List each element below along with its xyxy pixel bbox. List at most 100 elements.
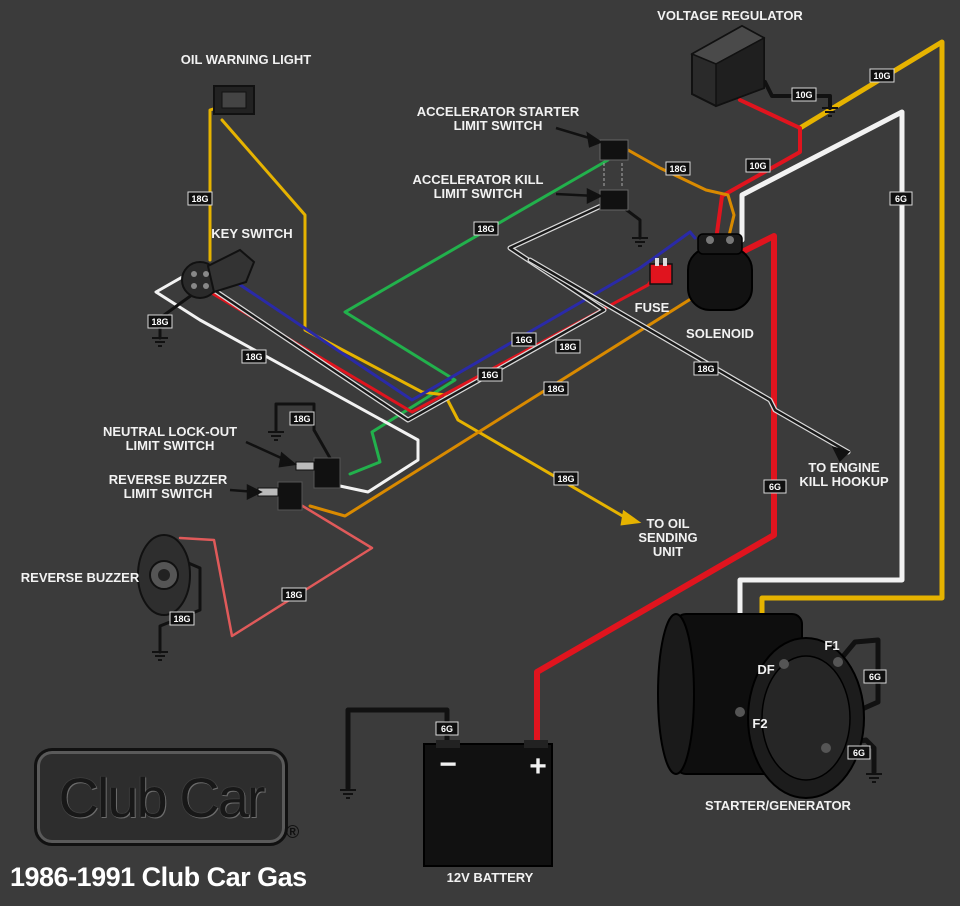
club-car-logo: Club Car [34,748,288,846]
oil-warning-light [213,85,255,115]
pointer-arrows [229,126,851,526]
svg-text:18G: 18G [559,342,576,352]
reverse-buzzer-switch [257,481,303,511]
label-accel-kill-2: LIMIT SWITCH [434,186,523,201]
gauge-tag-18g-orange: 18G [543,381,569,396]
gauge-tag-16g-a: 16G [511,332,537,347]
label-solenoid: SOLENOID [686,326,754,341]
label-accel-kill-1: ACCELERATOR KILL [413,172,544,187]
gauge-tag-18g-oil: 18G [187,191,213,206]
label-neutral-1: NEUTRAL LOCK-OUT [103,424,237,439]
label-neutral-2: LIMIT SWITCH [126,438,215,453]
wire-dark-18g-engine-kill-core [194,198,616,422]
starter-generator [657,613,865,799]
label-terminal-df: DF [757,662,774,677]
label-reverse-switch-2: LIMIT SWITCH [124,486,213,501]
label-accel-starter-2: LIMIT SWITCH [454,118,543,133]
svg-text:18G: 18G [557,474,574,484]
label-oil-sending-3: UNIT [653,544,683,559]
label-terminal-f1: F1 [824,638,839,653]
label-key-switch: KEY SWITCH [211,226,292,241]
svg-text:16G: 16G [515,335,532,345]
wire-white-6g [737,109,905,715]
wire-red-16g [208,266,662,414]
label-voltage-regulator: VOLTAGE REGULATOR [657,8,803,23]
label-engine-kill-2: KILL HOOKUP [799,474,889,489]
reverse-buzzer [137,534,191,616]
logo-text: Club Car [58,766,266,829]
wire-dark-18g-to-engine-core [528,258,850,454]
svg-text:18G: 18G [245,352,262,362]
svg-text:10G: 10G [873,71,890,81]
battery-plus-sign: + [529,750,547,783]
wire-red-6g-battery [534,233,777,753]
gauge-tag-18g-orange-top: 18G [665,161,691,176]
fuse [649,258,673,285]
wire-white-18g [154,266,420,494]
ground-symbols [152,107,882,799]
gauge-tag-18g-engine: 18G [693,361,719,376]
gauge-tag-18g-key-ground: 18G [147,314,173,329]
svg-text:18G: 18G [191,194,208,204]
gauge-tag-18g-red: 18G [555,339,581,354]
label-terminal-f2: F2 [752,716,767,731]
wire-orange-18g [308,266,742,518]
gauge-tag-6g-white: 6G [889,191,913,206]
gauge-tag-6g-f1: 6G [863,669,887,684]
gauge-tag-6g-a: 6G [847,745,871,760]
wire-orange-18g-starter [626,148,736,242]
battery [423,740,553,867]
accelerator-starter-switch [599,139,629,188]
svg-text:6G: 6G [869,672,881,682]
gauge-tag-6g-battery: 6G [435,721,459,736]
svg-text:18G: 18G [477,224,494,234]
svg-text:10G: 10G [795,90,812,100]
solenoid [687,233,753,311]
label-accel-starter-1: ACCELERATOR STARTER [417,104,580,119]
label-oil-warning-light: OIL WARNING LIGHT [181,52,312,67]
svg-text:10G: 10G [749,161,766,171]
neutral-lockout-switch [295,457,341,489]
svg-text:6G: 6G [441,724,453,734]
gauge-tag-10g-regulator: 10G [791,87,817,102]
battery-minus-sign: − [439,748,457,781]
wire-blue [216,230,697,402]
gauge-tag-18g-green: 18G [473,221,499,236]
svg-text:18G: 18G [547,384,564,394]
wire-black-6g-f1 [837,637,881,713]
svg-text:6G: 6G [769,482,781,492]
label-engine-kill-1: TO ENGINE [808,460,880,475]
key-switch [181,248,256,299]
wire-green-18g [343,158,610,476]
svg-text:18G: 18G [697,364,714,374]
svg-text:18G: 18G [293,414,310,424]
wire-black-neutral-ground [274,402,332,460]
label-oil-sending-1: TO OIL [646,516,689,531]
gauge-tag-10g-mid: 10G [745,158,771,173]
label-reverse-buzzer: REVERSE BUZZER [21,570,140,585]
wire-pink-18g-buzzer [178,500,374,638]
gauge-tag-18g-white: 18G [241,349,267,364]
label-starter-generator: STARTER/GENERATOR [705,798,852,813]
svg-text:18G: 18G [151,317,168,327]
svg-text:18G: 18G [669,164,686,174]
label-oil-sending-2: SENDING [638,530,697,545]
label-reverse-switch-1: REVERSE BUZZER [109,472,228,487]
gauge-tag-16g-b: 16G [477,367,503,382]
svg-text:6G: 6G [895,194,907,204]
label-fuse: FUSE [635,300,670,315]
svg-text:18G: 18G [173,614,190,624]
wire-yellow-10g-loop [759,39,945,645]
voltage-regulator [690,24,766,108]
accelerator-kill-switch [599,189,629,211]
svg-text:6G: 6G [853,748,865,758]
gauge-tag-18g-buzzer: 18G [281,587,307,602]
wire-black-buzzer-ground [158,560,202,654]
gauge-tag-6g-red: 6G [763,479,787,494]
gauge-tag-10g-top: 10G [869,68,895,83]
gauge-tag-18g-oil-sending: 18G [553,471,579,486]
gauge-tag-18g-buzzer-ground: 18G [169,611,195,626]
label-battery: 12V BATTERY [447,870,534,885]
